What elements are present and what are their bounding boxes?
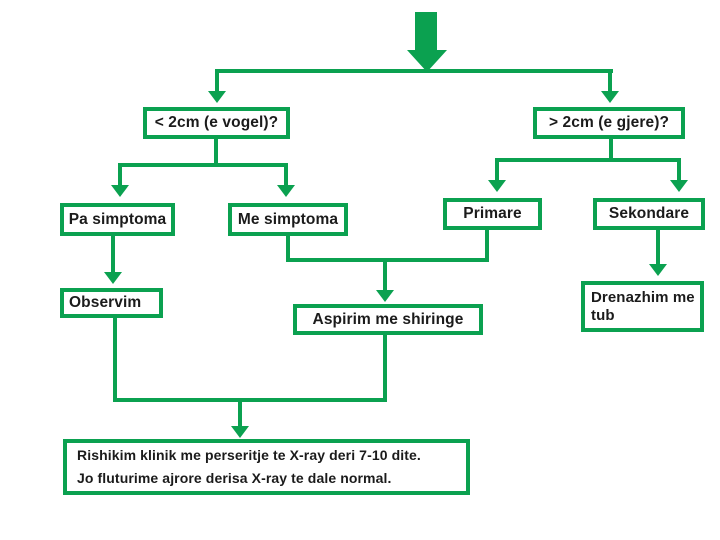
node-drenazhim: Drenazhim me tub (581, 281, 704, 332)
connector-top-left-arm (215, 69, 219, 91)
node-large-size: > 2cm (e gjere)? (533, 107, 685, 139)
connector-aspirim-horizontal (286, 258, 488, 262)
connector-large-right-arm (677, 158, 681, 180)
connector-top-horizontal (215, 69, 613, 73)
connector-sekondare-drenazhim (656, 230, 660, 264)
connector-small-stem (214, 139, 218, 167)
node-followup-line1: Rishikim klinik me perseritje te X-ray d… (77, 447, 421, 463)
connector-small-right-arm (284, 163, 288, 185)
arrowhead-down-icon (601, 91, 619, 103)
connector-top-right-arm (608, 69, 612, 91)
node-followup: Rishikim klinik me perseritje te X-ray d… (63, 439, 470, 495)
node-drenazhim-line1: Drenazhim me (591, 289, 695, 307)
connector-aspirim-arrow (383, 262, 387, 290)
connector-pa-observim (111, 236, 115, 272)
node-observim: Observim (60, 288, 163, 318)
node-followup-line2: Jo fluturime ajrore derisa X-ray te dale… (77, 470, 392, 486)
connector-large-horizontal (495, 158, 681, 162)
entry-arrow-head (407, 50, 447, 72)
arrowhead-down-icon (104, 272, 122, 284)
arrowhead-down-icon (277, 185, 295, 197)
connector-me-stem (286, 236, 290, 262)
arrowhead-down-icon (488, 180, 506, 192)
connector-small-left-arm (118, 163, 122, 185)
arrowhead-down-icon (231, 426, 249, 438)
connector-aspirim-stem (383, 335, 387, 402)
arrowhead-down-icon (111, 185, 129, 197)
connector-large-left-arm (495, 158, 499, 180)
node-aspirim: Aspirim me shiringe (293, 304, 483, 335)
node-small-size: < 2cm (e vogel)? (143, 107, 290, 139)
arrowhead-down-icon (376, 290, 394, 302)
node-primare: Primare (443, 198, 542, 230)
arrowhead-down-icon (670, 180, 688, 192)
connector-small-horizontal (118, 163, 288, 167)
arrowhead-down-icon (649, 264, 667, 276)
arrowhead-down-icon (208, 91, 226, 103)
entry-arrow-shaft (415, 12, 437, 51)
node-sekondare: Sekondare (593, 198, 705, 230)
node-drenazhim-line2: tub (591, 306, 615, 324)
connector-large-stem (609, 138, 613, 162)
connector-followup-arrow (238, 402, 242, 426)
connector-observim-stem (113, 318, 117, 402)
node-pa-simptoma: Pa simptoma (60, 203, 175, 236)
connector-merge-horizontal (113, 398, 387, 402)
node-me-simptoma: Me simptoma (228, 203, 348, 236)
connector-primare-stem (485, 230, 489, 262)
